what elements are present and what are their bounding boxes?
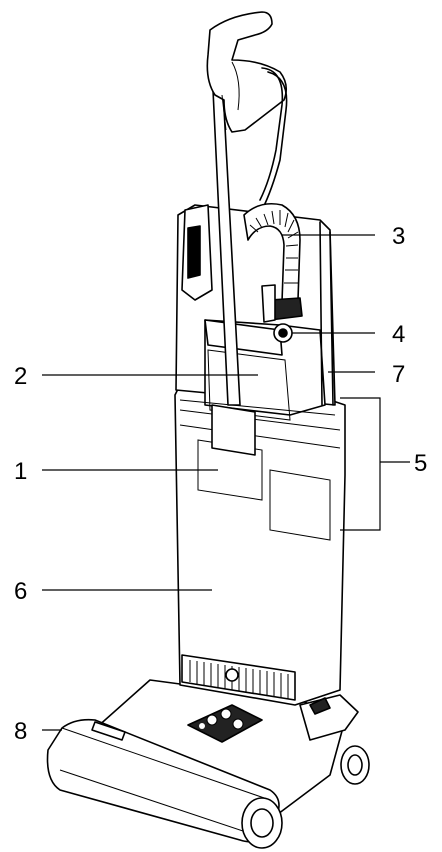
callout-1: 1 <box>14 458 27 485</box>
callout-8: 8 <box>14 718 27 745</box>
callout-4: 4 <box>392 321 405 348</box>
callout-3: 3 <box>392 223 405 250</box>
control-panel <box>187 704 263 743</box>
power-cord <box>259 67 288 211</box>
callout-2: 2 <box>14 363 27 390</box>
suction-hose <box>243 202 303 323</box>
callouts: 3 4 7 2 5 6 1 8 <box>14 223 427 745</box>
floor-head <box>46 679 370 849</box>
leader-lines <box>42 234 410 731</box>
handle <box>206 11 288 406</box>
vent-grille <box>181 654 296 701</box>
bracket-5 <box>340 397 410 531</box>
callout-7: 7 <box>392 361 405 388</box>
callout-6: 6 <box>14 578 27 605</box>
callout-5: 5 <box>414 450 427 477</box>
motor-housing <box>174 371 346 706</box>
